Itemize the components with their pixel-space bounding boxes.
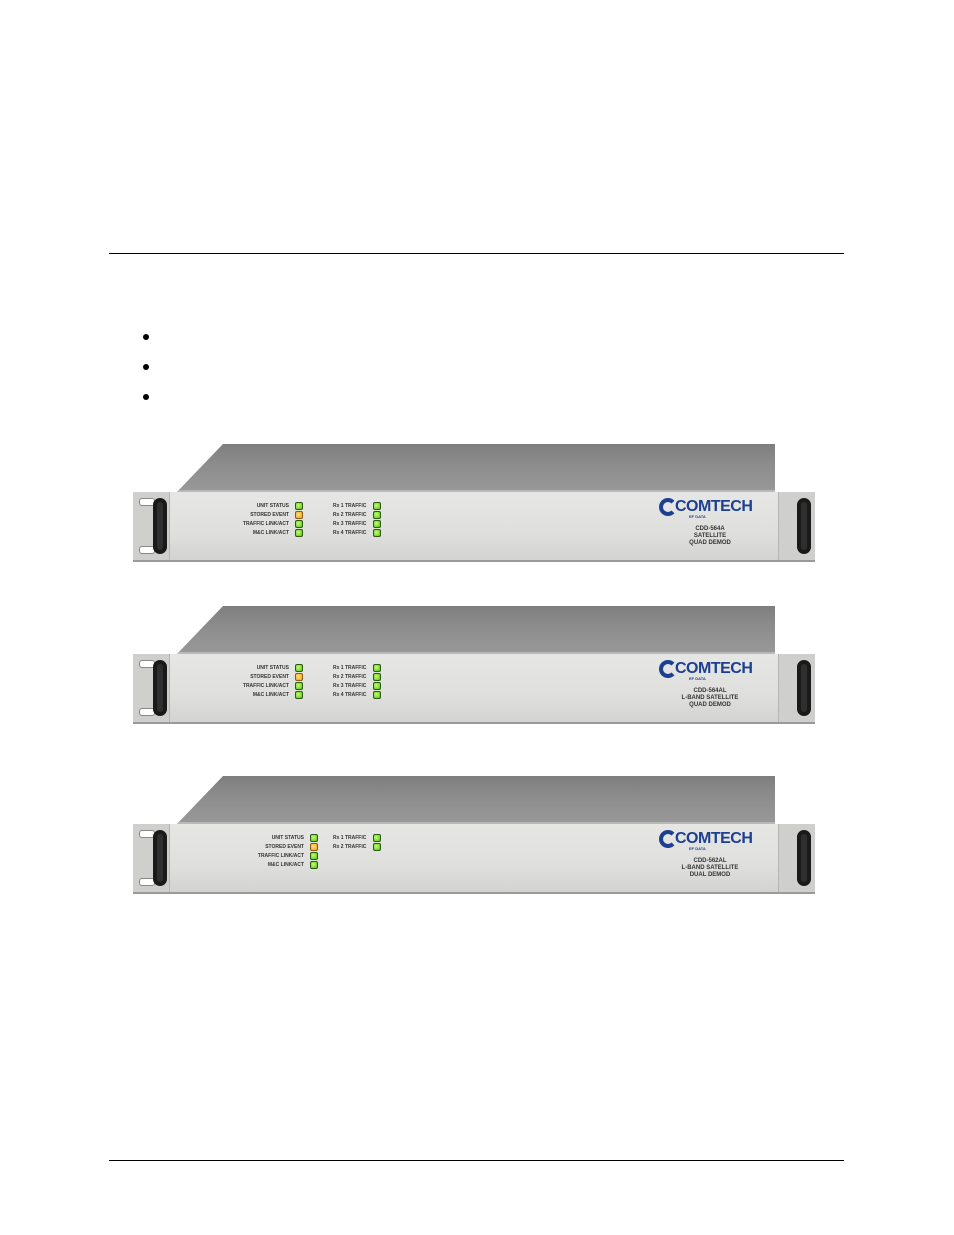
rx-led-group: Rx 1 TRAFFIC Rx 2 TRAFFIC Rx 3 TRAFFIC R… (333, 664, 383, 700)
header-rule (109, 253, 844, 254)
led-icon (373, 843, 381, 851)
led-icon (295, 691, 303, 699)
rack-ear-right (778, 654, 815, 722)
status-led-group: UNIT STATUS STORED EVENT TRAFFIC LINK/AC… (258, 834, 318, 870)
handle-icon (153, 498, 167, 554)
bullet-icon (143, 364, 149, 370)
led-icon (295, 529, 303, 537)
front-panel: UNIT STATUS STORED EVENT TRAFFIC LINK/AC… (133, 492, 815, 562)
handle-icon (153, 660, 167, 716)
status-led-group: UNIT STATUS STORED EVENT TRAFFIC LINK/AC… (243, 502, 303, 538)
footer-rule (109, 1160, 844, 1161)
rx-led-group: Rx 1 TRAFFIC Rx 2 TRAFFIC (333, 834, 383, 852)
bullet-icon (143, 334, 149, 340)
led-icon (310, 852, 318, 860)
demod-unit-photo: UNIT STATUS STORED EVENT TRAFFIC LINK/AC… (133, 776, 815, 896)
bullet-icon (143, 394, 149, 400)
bullet-item (143, 326, 743, 356)
led-icon (373, 529, 381, 537)
handle-icon (797, 660, 811, 716)
led-icon (373, 691, 381, 699)
chassis-lid (175, 444, 775, 494)
front-panel: UNIT STATUS STORED EVENT TRAFFIC LINK/AC… (133, 654, 815, 724)
rack-ear-left (133, 492, 170, 560)
demod-unit-photo: UNIT STATUS STORED EVENT TRAFFIC LINK/AC… (133, 606, 815, 726)
handle-icon (797, 498, 811, 554)
led-icon (373, 682, 381, 690)
led-icon (310, 834, 318, 842)
led-icon (373, 834, 381, 842)
led-icon (373, 673, 381, 681)
status-led-group: UNIT STATUS STORED EVENT TRAFFIC LINK/AC… (243, 664, 303, 700)
rx-led-group: Rx 1 TRAFFIC Rx 2 TRAFFIC Rx 3 TRAFFIC R… (333, 502, 383, 538)
handle-icon (153, 830, 167, 886)
led-icon (295, 673, 303, 681)
front-panel: UNIT STATUS STORED EVENT TRAFFIC LINK/AC… (133, 824, 815, 894)
led-icon (373, 502, 381, 510)
rack-ear-right (778, 824, 815, 892)
bullet-item (143, 386, 743, 416)
bullet-item (143, 356, 743, 386)
chassis-lid (175, 776, 775, 826)
led-icon (373, 664, 381, 672)
led-icon (373, 511, 381, 519)
bullet-list (143, 326, 743, 416)
led-icon (295, 520, 303, 528)
led-icon (310, 861, 318, 869)
led-icon (295, 502, 303, 510)
rack-ear-left (133, 824, 170, 892)
demod-unit-photo: UNIT STATUS STORED EVENT TRAFFIC LINK/AC… (133, 444, 815, 564)
chassis-lid (175, 606, 775, 656)
led-icon (373, 520, 381, 528)
led-icon (295, 511, 303, 519)
led-icon (295, 664, 303, 672)
led-icon (310, 843, 318, 851)
handle-icon (797, 830, 811, 886)
rack-ear-left (133, 654, 170, 722)
led-icon (295, 682, 303, 690)
rack-ear-right (778, 492, 815, 560)
